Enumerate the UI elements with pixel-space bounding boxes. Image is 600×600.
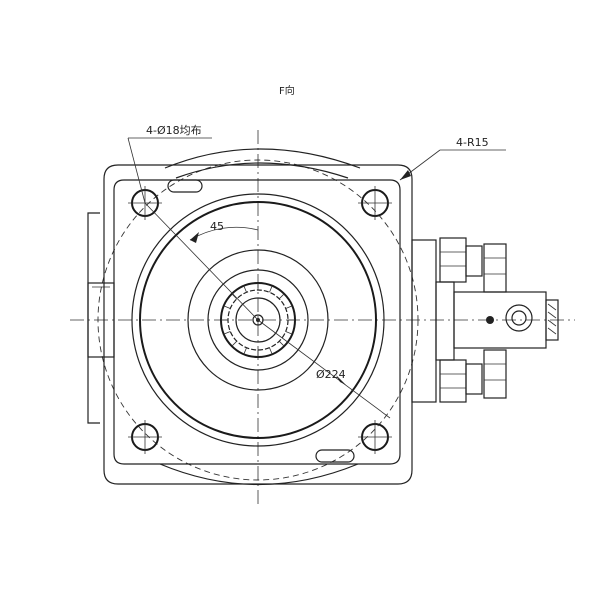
- spline-tooth: [269, 285, 273, 293]
- spline-tooth: [231, 340, 238, 347]
- top-bulge: [164, 148, 361, 169]
- bolt-hole-bottom-right: [358, 420, 392, 454]
- valve-neck: [435, 281, 455, 361]
- valve-end-cap: [545, 299, 559, 341]
- bottom-bulge: [159, 463, 359, 486]
- dim-pilot: Ø224: [257, 319, 391, 419]
- pilot-and-shaft: [131, 193, 385, 447]
- hub-circle: [187, 249, 329, 391]
- bottom-fitting-left: [439, 359, 467, 403]
- dim-holes-label: 4-Ø18均布: [146, 124, 202, 137]
- dim-holes: 4-Ø18均布: [127, 124, 212, 204]
- bottom-slot: [315, 449, 355, 463]
- spline-tooth: [285, 305, 293, 309]
- valve-plug: [486, 316, 494, 324]
- spline-tooth: [269, 347, 273, 355]
- center-hole: [252, 314, 264, 326]
- valve-block: [411, 237, 559, 403]
- spline-tooth: [285, 331, 293, 335]
- bolt-hole-bottom-left: [128, 420, 162, 454]
- dim-angle-label: 45: [210, 220, 224, 233]
- valve-port: [505, 304, 533, 332]
- spline-teeth: [221, 283, 295, 357]
- spline-tooth: [278, 340, 285, 347]
- spline-tooth: [243, 285, 247, 293]
- dim-pilot-label: Ø224: [316, 368, 346, 381]
- bolt-hole-top-right: [358, 186, 392, 220]
- top-fitting-right: [483, 243, 507, 293]
- spline-tooth: [278, 293, 285, 300]
- centerlines: [70, 130, 575, 505]
- left-side-boss: [87, 212, 115, 424]
- spline-tooth: [223, 331, 231, 335]
- spline-tooth: [223, 305, 231, 309]
- bolt-circle: [97, 159, 419, 481]
- pilot-circle: [139, 201, 377, 439]
- spline-tooth: [231, 293, 238, 300]
- dim-corner-radius: 4-R15: [399, 136, 506, 181]
- dim-angle: 45: [144, 202, 259, 321]
- view-label: F向: [279, 84, 295, 97]
- dim-corner-radius-label: 4-R15: [456, 136, 489, 149]
- top-fitting-left: [439, 237, 467, 283]
- bottom-fitting-right: [483, 349, 507, 399]
- valve-body: [411, 239, 437, 403]
- inner-flange-outline: [113, 179, 401, 465]
- spline-tooth: [243, 347, 247, 355]
- pilot-outer-circle: [131, 193, 385, 447]
- corner-holes: [128, 186, 392, 454]
- top-slot: [167, 179, 203, 193]
- shaft-bore-circle: [235, 297, 281, 343]
- hub-inner-circle: [207, 269, 309, 371]
